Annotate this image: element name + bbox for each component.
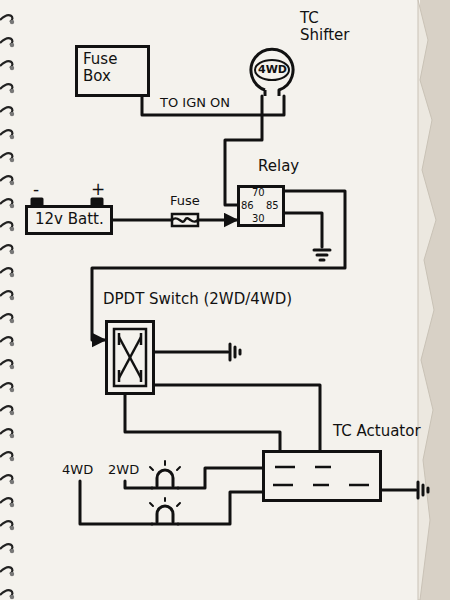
binding-hole: [10, 273, 14, 277]
indicator-lamp: [150, 498, 180, 524]
binding-hole: [10, 319, 14, 323]
binding-hole: [10, 595, 14, 599]
wire-connector: [155, 385, 320, 450]
switch-contacts: [108, 323, 152, 392]
tc-actuator: TC Actuator: [262, 450, 382, 502]
node-title: Fuse Box: [83, 51, 133, 86]
lamp-label: 4WD: [62, 463, 93, 477]
pin-number: 30: [252, 213, 265, 224]
pin-number: 85: [266, 200, 279, 211]
binding-hole: [10, 434, 14, 438]
battery: 12v Batt.: [25, 205, 113, 235]
binding-hole: [10, 43, 14, 47]
binding-hole: [10, 89, 14, 93]
ground-wire: [285, 213, 322, 247]
wire-connector: [125, 395, 280, 450]
lamp-wire: [178, 492, 262, 524]
part-label: Fuse: [170, 194, 200, 208]
spiral-binding: [0, 15, 14, 599]
binding-hole: [10, 227, 14, 231]
binding-hole: [10, 549, 14, 553]
notebook-page: [0, 0, 420, 600]
binding-hole: [10, 342, 14, 346]
binding-hole: [10, 204, 14, 208]
pin-number: 86: [241, 200, 254, 211]
actuator-contacts: [265, 453, 379, 499]
ground-symbol: [314, 250, 330, 260]
binding-hole: [10, 250, 14, 254]
binding-hole: [10, 411, 14, 415]
binding-hole: [10, 457, 14, 461]
shifter-knob: TC Shifter4WD: [250, 50, 294, 96]
lamp-label: 2WD: [108, 463, 139, 477]
binding-hole: [10, 365, 14, 369]
lamp-wire: [125, 481, 152, 488]
terminal-sign: -: [33, 180, 39, 199]
node-title: TC Actuator: [333, 423, 421, 440]
indicator-lamp: [150, 461, 180, 488]
ground-symbol: [418, 482, 428, 498]
binding-hole: [10, 296, 14, 300]
lamp-wire: [178, 468, 262, 488]
ground-wire: [155, 351, 228, 354]
binding-hole: [10, 20, 14, 24]
wire-label: TO IGN ON: [160, 96, 230, 110]
fuse-symbol: [172, 214, 198, 226]
binding-hole: [10, 158, 14, 162]
binding-hole: [10, 181, 14, 185]
ground-symbol: [230, 344, 240, 360]
terminal-sign: +: [91, 180, 105, 199]
binding-hole: [10, 66, 14, 70]
fuse-box: Fuse Box: [75, 45, 150, 97]
wire-connector: [92, 191, 345, 340]
dpdt-switch: DPDT Switch (2WD/4WD): [105, 320, 155, 395]
node-title: Relay: [258, 158, 299, 175]
torn-edge: [418, 0, 436, 600]
node-title: DPDT Switch (2WD/4WD): [103, 291, 292, 308]
ground-wire: [382, 489, 416, 492]
binding-hole: [10, 112, 14, 116]
binding-hole: [10, 503, 14, 507]
pin-number: 70: [252, 187, 265, 198]
binding-hole: [10, 388, 14, 392]
node-title: 12v Batt.: [35, 211, 104, 228]
binding-hole: [10, 135, 14, 139]
binding-hole: [10, 526, 14, 530]
binding-hole: [10, 480, 14, 484]
lamp-wire: [80, 481, 152, 524]
binding-hole: [10, 572, 14, 576]
node-title: TC Shifter: [300, 10, 360, 45]
node-text: 4WD: [258, 64, 287, 77]
